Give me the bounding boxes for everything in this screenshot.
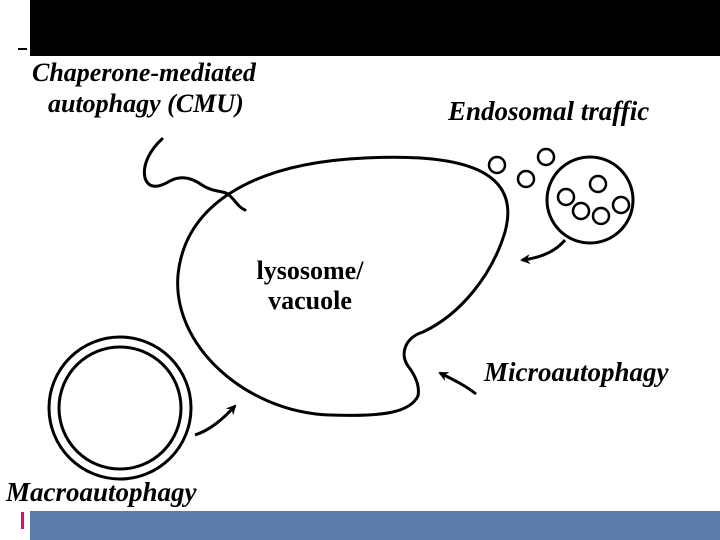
macroautophagy-arrow xyxy=(194,404,237,437)
header-bar xyxy=(30,0,720,56)
endosome-vesicle xyxy=(487,155,507,175)
lysosome-membrane xyxy=(176,155,510,417)
intraluminal-vesicle xyxy=(588,174,608,194)
intraluminal-vesicle xyxy=(556,187,576,207)
lysosome-label-line2: vacuole xyxy=(268,286,352,315)
cmu-label-line2: autophagy (CMU) xyxy=(48,89,244,118)
lysosome-label: lysosome/ vacuole xyxy=(230,256,390,316)
endosomal-arrow xyxy=(520,239,567,265)
cmu-label-line1: Chaperone-mediated xyxy=(32,58,256,87)
microautophagy-arrow xyxy=(438,371,477,396)
multivesicular-body xyxy=(545,155,635,245)
endosome-vesicle xyxy=(536,147,556,167)
header-tick xyxy=(18,48,27,50)
footer-accent xyxy=(21,512,24,529)
intraluminal-vesicle xyxy=(571,201,591,221)
autophagosome-inner xyxy=(57,345,183,471)
autophagosome-outer xyxy=(47,335,193,481)
macroautophagy-label: Macroautophagy xyxy=(6,477,197,507)
microautophagy-label: Microautophagy xyxy=(484,357,669,387)
cmu-label: Chaperone-mediated autophagy (CMU) xyxy=(32,57,256,119)
lysosome-label-line1: lysosome/ xyxy=(256,256,364,285)
chaperone-strand xyxy=(142,137,247,212)
footer-bar xyxy=(30,511,720,540)
intraluminal-vesicle xyxy=(611,195,631,215)
endosomal-traffic-label: Endosomal traffic xyxy=(448,96,650,126)
endosome-vesicle xyxy=(516,169,536,189)
intraluminal-vesicle xyxy=(591,206,611,226)
